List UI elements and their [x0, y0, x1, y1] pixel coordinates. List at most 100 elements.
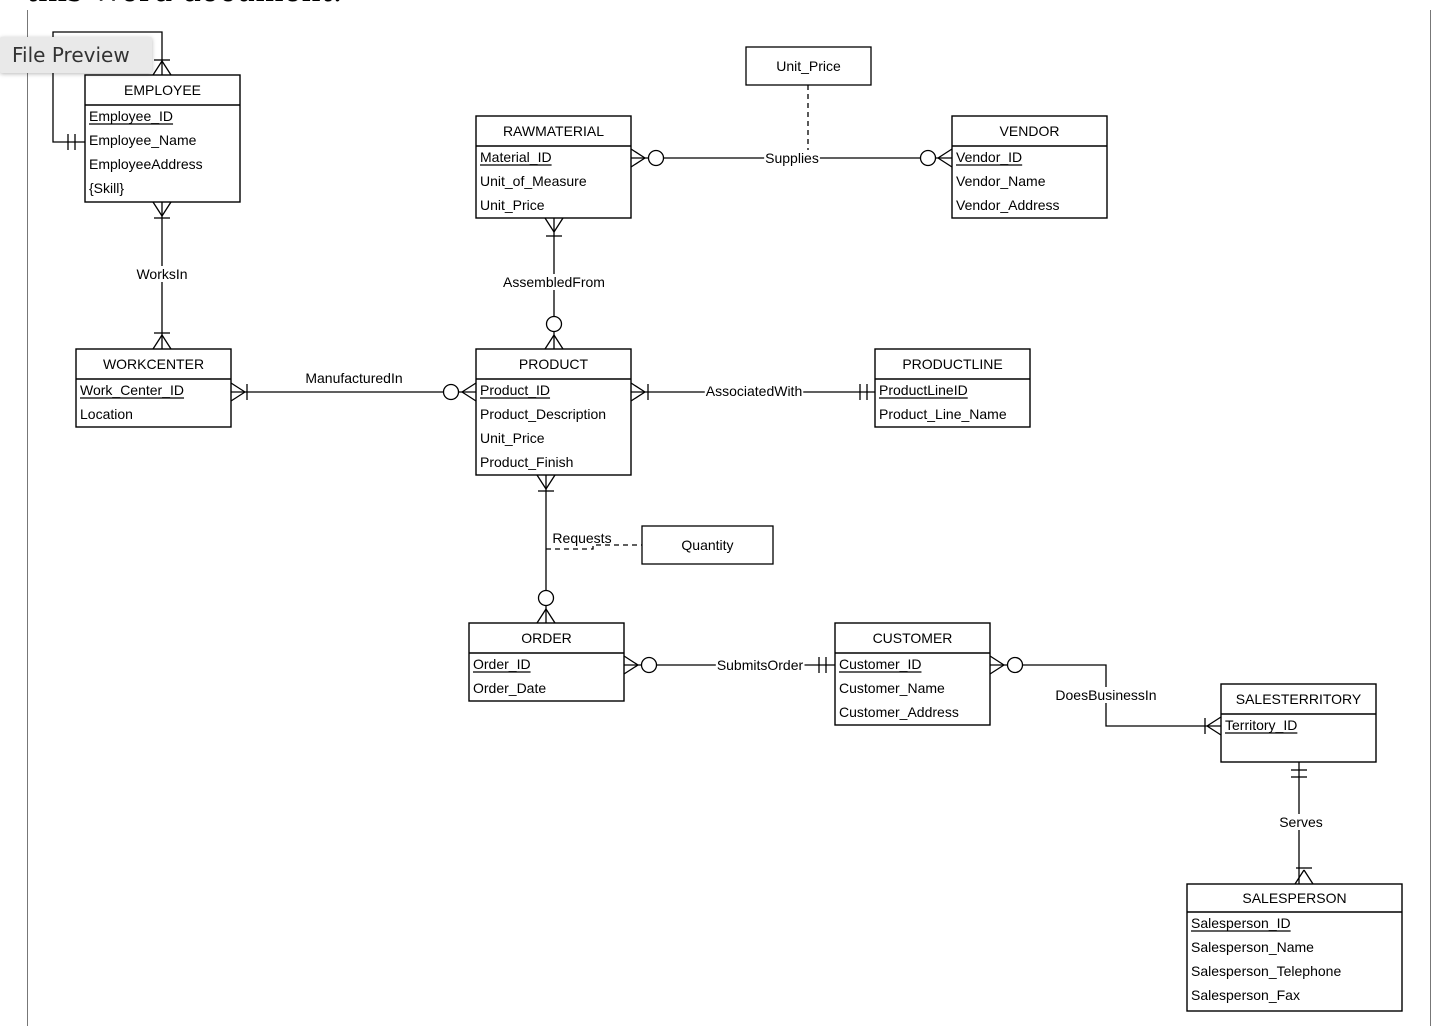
- attribute: EmployeeAddress: [89, 156, 203, 172]
- attribute: Salesperson_Name: [1191, 939, 1314, 955]
- attribute: Order_Date: [473, 680, 546, 696]
- attribute: Location: [80, 406, 133, 422]
- attribute: Unit_Price: [480, 430, 545, 446]
- entity-box: [84, 74, 241, 203]
- cardinality-employee-supervisee-one-only: [67, 134, 76, 150]
- cardinality-product-associated-one-or-many: [630, 382, 649, 402]
- relationship-label-submitsorder: SubmitsOrder: [717, 657, 804, 673]
- associative-attribute-quantity: Quantity: [641, 525, 774, 565]
- file-preview-badge[interactable]: File Preview: [0, 37, 152, 73]
- entity-customer: CUSTOMER Customer_ID Customer_NameCustomer…: [834, 622, 991, 726]
- entity-title: RAWMATERIAL: [503, 123, 604, 139]
- relationship-label-manufacturedin: ManufacturedIn: [305, 370, 402, 386]
- cardinality-order-requests-zero-or-many: [536, 589, 556, 624]
- relationship-label-bg: [764, 150, 820, 166]
- relationship-label-bg: [1054, 687, 1158, 703]
- cardinality-territory-business-one-or-many: [1204, 716, 1222, 736]
- primary-key-attribute: Customer_ID: [839, 656, 921, 672]
- attribute: Product_Line_Name: [879, 406, 1007, 422]
- cardinality-order-submits-zero-or-many: [623, 655, 658, 675]
- entity-title: WORKCENTER: [103, 356, 204, 372]
- associative-attribute-label: Unit_Price: [776, 58, 841, 74]
- attribute: Product_Description: [480, 406, 606, 422]
- entity-title: ORDER: [521, 630, 572, 646]
- relationship-label-associatedwith: AssociatedWith: [706, 383, 802, 399]
- cardinality-markers: [67, 59, 1314, 885]
- associative-attribute-label: Quantity: [681, 537, 733, 553]
- cardinality-workcenter-manufactured-one-or-many: [230, 382, 248, 402]
- cardinality-workcenter-worksin-one-or-many: [152, 332, 172, 350]
- image-frame-left-border: [27, 10, 28, 1026]
- attribute: Unit_of_Measure: [480, 173, 587, 189]
- document-caption: this Word document.: [26, 0, 342, 9]
- entity-box: [75, 348, 232, 428]
- relationship-label-doesbusinessin: DoesBusinessIn: [1055, 687, 1156, 703]
- entity-title: PRODUCTLINE: [902, 356, 1002, 372]
- primary-key-attribute: Salesperson_ID: [1191, 915, 1291, 931]
- primary-key-attribute: Vendor_ID: [956, 149, 1022, 165]
- relationship-label-requests: Requests: [552, 530, 611, 546]
- attribute: Vendor_Name: [956, 173, 1046, 189]
- cardinality-salesperson-serves-one-or-many: [1294, 867, 1314, 885]
- attribute: Salesperson_Telephone: [1191, 963, 1341, 979]
- attribute: Customer_Name: [839, 680, 945, 696]
- primary-key-attribute: Product_ID: [480, 382, 550, 398]
- image-frame-right-border: [1430, 10, 1431, 1026]
- cardinality-vendor-supplies-zero-or-many: [919, 148, 953, 168]
- relationship-label-assembledfrom: AssembledFrom: [503, 274, 605, 290]
- relationship-label-bg: [135, 266, 189, 282]
- primary-key-attribute: Territory_ID: [1225, 717, 1297, 733]
- entity-box: [475, 348, 632, 476]
- attribute: Vendor_Address: [956, 197, 1060, 213]
- entity-rawmaterial: RAWMATERIALMaterial_IDUnit_of_MeasureUni…: [475, 115, 632, 219]
- entity-product: PRODUCT Product_ID Product_DescriptionUnit…: [475, 348, 632, 476]
- primary-key-attribute: Order_ID: [473, 656, 531, 672]
- attribute: Product_Finish: [480, 454, 573, 470]
- entity-box: [1186, 883, 1403, 1012]
- entity-salesperson: SALESPERSON Salesperson_ID Salesperson_Nam…: [1186, 883, 1403, 1012]
- primary-key-attribute: Material_ID: [480, 149, 552, 165]
- cardinality-employee-worksin-one-or-many: [152, 201, 172, 219]
- entity-title: CUSTOMER: [873, 630, 953, 646]
- cardinality-employee-supervisor-one-or-many: [152, 59, 172, 76]
- primary-key-attribute: Employee_ID: [89, 108, 173, 124]
- entity-title: SALESTERRITORY: [1236, 691, 1362, 707]
- relationship-label-bg: [715, 657, 805, 673]
- entity-box: [951, 115, 1108, 219]
- attribute: Employee_Name: [89, 132, 197, 148]
- entity-salesterritory: SALESTERRITORY Territory_ID: [1220, 683, 1377, 763]
- cardinality-territory-serves-one-only: [1291, 769, 1307, 778]
- relationship-label-bg: [1278, 814, 1324, 830]
- entity-title: SALESPERSON: [1242, 890, 1346, 906]
- entity-box: [1220, 683, 1377, 763]
- entity-employee: EMPLOYEE Employee_ID Employee_NameEmployee…: [84, 74, 241, 203]
- relationship-label-supplies: Supplies: [765, 150, 819, 166]
- entity-box: [874, 348, 1031, 428]
- entity-box: [475, 115, 632, 219]
- associative-attribute-unit-price: Unit_Price: [745, 46, 872, 86]
- entity-title: VENDOR: [1000, 123, 1060, 139]
- cardinality-product-manufactured-zero-or-many: [442, 382, 477, 402]
- cardinality-customer-submits-one-only: [818, 657, 827, 673]
- relationship-label-worksin: WorksIn: [136, 266, 187, 282]
- dashed-link-quantity: [546, 544, 642, 550]
- entity-title: PRODUCT: [519, 356, 589, 372]
- attribute: Customer_Address: [839, 704, 959, 720]
- entity-box: [834, 622, 991, 726]
- relationship-line-supervises: [52, 31, 163, 143]
- attribute: Salesperson_Fax: [1191, 987, 1300, 1003]
- entity-box: [468, 622, 625, 702]
- primary-key-attribute: ProductLineID: [879, 382, 968, 398]
- entity-productline: PRODUCTLINE ProductLineID Product_Line_Nam…: [874, 348, 1031, 428]
- cardinality-productline-associated-one-only: [859, 384, 868, 400]
- cardinality-product-requests-one-or-many: [536, 474, 556, 492]
- cardinality-customer-business-zero-or-many: [989, 655, 1024, 675]
- entity-title: EMPLOYEE: [124, 82, 201, 98]
- relationship-label-bg: [704, 383, 804, 399]
- entity-order: ORDER Order_ID Order_Date: [468, 622, 625, 702]
